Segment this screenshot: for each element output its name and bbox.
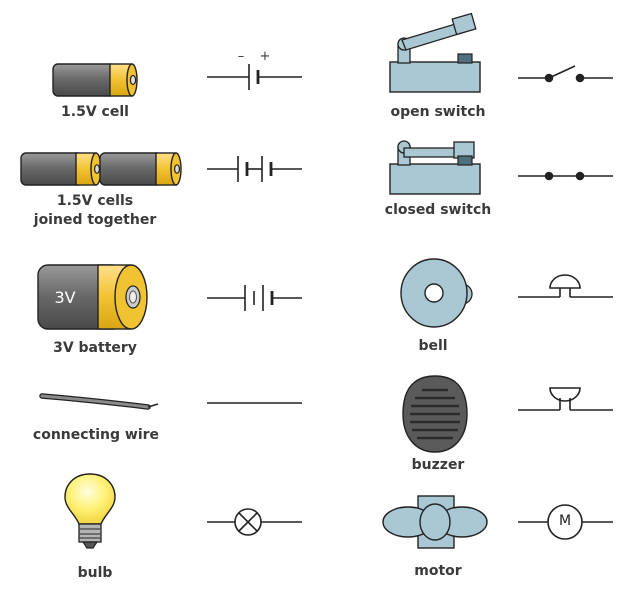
lamp-symbol [207,508,302,536]
two-cells-symbol [207,156,302,182]
minus-sign: – [237,49,245,64]
closed-switch-label: closed switch [384,202,492,218]
wire-label: connecting wire [32,427,160,443]
motor-symbol-letter: M [558,513,572,529]
bulb-label: bulb [77,565,113,581]
buzzer-symbol [518,387,613,411]
two-aa-batteries-icon [20,152,182,186]
cell-label: 1.5V cell [61,104,129,120]
open-switch-icon [389,12,481,93]
wire-icon [39,393,159,410]
plus-sign: + [259,49,271,64]
cells-joined-label: 1.5V cells joined together [20,192,170,230]
bell-label: bell [418,338,448,354]
buzzer-icon [402,375,468,453]
wire-symbol [207,402,302,404]
closed-switch-symbol [518,171,613,181]
3v-battery-label: 3V battery [53,340,137,356]
open-switch-label: open switch [390,104,486,120]
cells-joined-line2: joined together [33,212,157,228]
motor-symbol [518,504,613,540]
bell-symbol [518,274,613,298]
aa-battery-icon [52,63,138,97]
cell-symbol [207,64,302,90]
closed-switch-icon [389,140,481,195]
motor-label: motor [414,563,462,579]
bell-icon [400,258,473,328]
3v-battery-icon [37,264,148,330]
battery-symbol [207,285,302,311]
open-switch-symbol [518,65,613,83]
buzzer-label: buzzer [411,457,465,473]
motor-icon [382,495,488,549]
bulb-icon [64,473,116,549]
cells-joined-line1: 1.5V cells [56,193,134,209]
3v-text: 3V [54,288,76,307]
